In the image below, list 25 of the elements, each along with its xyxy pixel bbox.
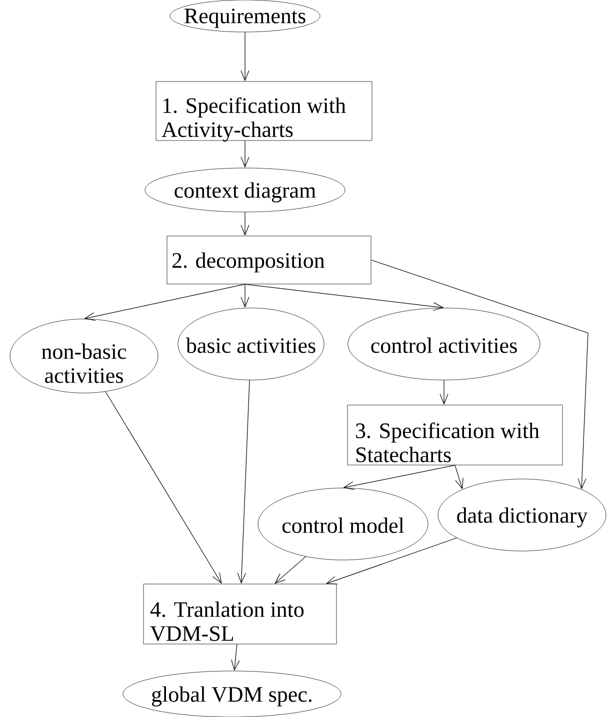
arrow: [244, 284, 444, 311]
oval-node: context diagram: [144, 168, 346, 212]
arrow: [237, 380, 250, 584]
arrow: [326, 538, 458, 584]
process-box: 2. decomposition: [166, 236, 372, 284]
oval-node: control model: [258, 488, 428, 560]
oval-node: control activities: [348, 308, 540, 380]
arrow: [240, 140, 250, 168]
arrow: [454, 464, 464, 490]
oval-node: non-basic activities: [10, 318, 158, 394]
arrow: [343, 464, 456, 490]
process-box: 4. Tranlation into VDM-SL: [143, 584, 337, 644]
arrow: [240, 284, 250, 308]
arrow: [274, 556, 306, 584]
arrow: [231, 644, 240, 671]
oval-node: basic activities: [178, 308, 324, 380]
arrow: [440, 380, 448, 405]
process-box: 1. Specification with Activity-charts: [156, 81, 372, 142]
arrow: [370, 260, 588, 490]
arrow: [240, 32, 250, 82]
arrow: [240, 212, 250, 236]
arrow: [84, 284, 246, 321]
process-box: 3. Specification with Statecharts: [347, 404, 563, 466]
arrow: [105, 391, 222, 584]
oval-node: data dictionary: [438, 478, 606, 552]
